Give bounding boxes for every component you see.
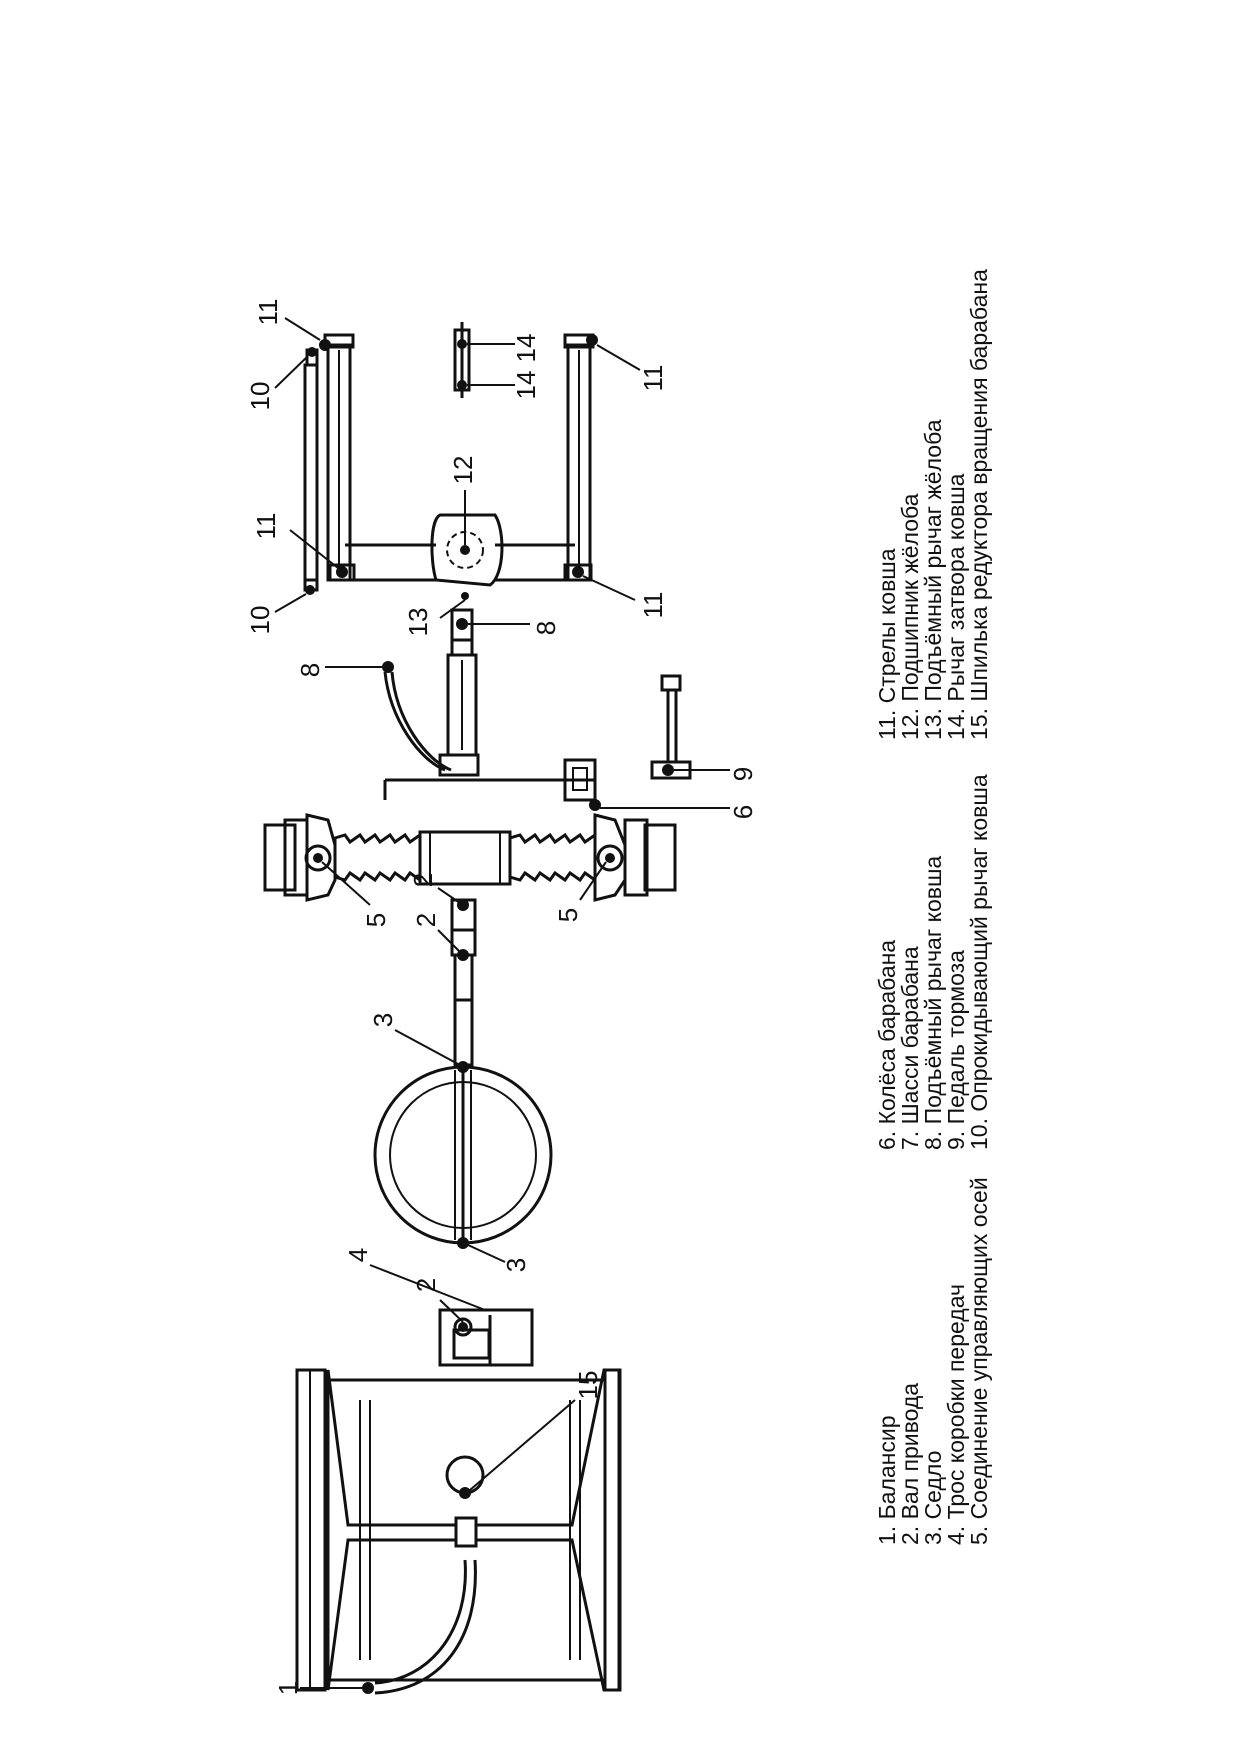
legend-col3: 11. Стрелы ковша 12. Подшипник жёлоба 13… <box>874 269 992 740</box>
drive-shaft: 2 2 <box>408 873 477 1067</box>
legend-item-8: 8. Подъёмный рычаг ковша <box>920 856 946 1150</box>
callout-5b: 5 <box>553 908 583 922</box>
callout-3a: 3 <box>368 1013 398 1027</box>
legend-item-7: 7. Шасси барабана <box>897 946 923 1150</box>
callout-11a: 11 <box>253 299 283 326</box>
legend-item-2: 2. Вал привода <box>897 1383 923 1545</box>
legend-item-15: 15. Шпилька редуктора вращения барабана <box>966 269 992 740</box>
callout-2c: 2 <box>411 1278 441 1292</box>
callout-11d: 11 <box>638 365 668 392</box>
legend: 1. Балансир 2. Вал привода 3. Седло 4. Т… <box>874 269 992 1545</box>
legend-item-3: 3. Седло <box>920 1451 946 1545</box>
legend-item-14: 14. Рычаг затвора ковша <box>943 473 969 740</box>
legend-item-11: 11. Стрелы ковша <box>874 548 900 740</box>
legend-item-9: 9. Педаль тормоза <box>943 950 969 1150</box>
bucket-gate-lever: 14 14 <box>453 322 541 400</box>
callout-9: 9 <box>728 767 758 781</box>
callout-5a: 5 <box>361 913 391 927</box>
gearbox-mount: 2 4 <box>343 1248 534 1367</box>
legend-item-13: 13. Подъёмный рычаг жёлоба <box>920 419 946 740</box>
drum-tube: 15 <box>295 1368 621 1692</box>
bucket-arm-left: 11 10 11 10 <box>245 299 356 635</box>
callout-11c: 11 <box>638 592 668 619</box>
bucket-arm-right: 11 11 <box>563 333 668 619</box>
brake-pedal: 9 <box>650 674 758 781</box>
chute-bearing: 12 13 <box>345 456 575 637</box>
legend-item-12: 12. Подшипник жёлоба <box>897 493 923 740</box>
callout-3b: 3 <box>501 1258 531 1272</box>
callout-10a: 10 <box>245 382 275 411</box>
axle-housing: 5 5 6 <box>263 758 758 927</box>
callout-11b: 11 <box>251 513 281 540</box>
legend-item-6: 6. Колёса барабана <box>874 940 900 1150</box>
callout-13: 13 <box>403 608 433 637</box>
saddle-ring: 3 3 <box>368 1013 553 1272</box>
callout-12: 12 <box>448 456 478 485</box>
legend-col1: 1. Балансир 2. Вал привода 3. Седло 4. Т… <box>874 1177 992 1545</box>
callout-10b: 10 <box>245 606 275 635</box>
callout-1: 1 <box>273 1681 303 1695</box>
callout-8a: 8 <box>295 663 325 677</box>
callout-4: 4 <box>343 1248 373 1262</box>
callout-6: 6 <box>728 805 758 819</box>
callout-14b: 14 <box>511 334 541 363</box>
legend-item-1: 1. Балансир <box>874 1415 900 1545</box>
callout-15: 15 <box>573 1371 603 1400</box>
legend-item-5: 5. Соединение управляющих осей <box>966 1177 992 1545</box>
legend-item-10: 10. Опрокидывающий рычаг ковша <box>966 774 992 1150</box>
legend-item-4: 4. Трос коробки передач <box>943 1284 969 1545</box>
callout-8b: 8 <box>531 621 561 635</box>
callout-14a: 14 <box>511 371 541 400</box>
callout-2b: 2 <box>411 913 441 927</box>
legend-col2: 6. Колёса барабана 7. Шасси барабана 8. … <box>874 774 992 1150</box>
lift-cylinder: 8 8 <box>295 608 561 777</box>
